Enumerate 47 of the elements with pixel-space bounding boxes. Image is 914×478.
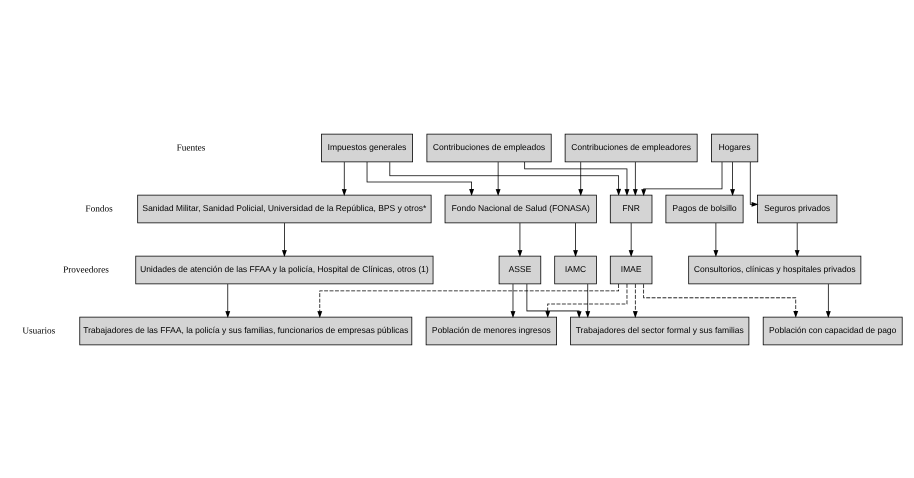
- arrow: [317, 283, 620, 318]
- node-box: Hogares: [711, 133, 758, 162]
- node-box: Población de menores ingresos: [426, 316, 557, 345]
- node-box: Contribuciones de empleados: [426, 133, 552, 162]
- arrow: [225, 283, 230, 318]
- node-box: IAMC: [554, 255, 597, 284]
- arrow: [826, 283, 831, 318]
- node-box: Población con capacidad de pago: [762, 316, 903, 345]
- node-box: FNR: [610, 194, 652, 223]
- node-box: Sanidad Militar, Sanidad Policial, Universidad de la República, BPS y otros*: [137, 194, 432, 223]
- label: Fondos: [85, 204, 113, 214]
- arrow: [730, 161, 735, 196]
- arrow: [578, 161, 584, 196]
- arrow: [573, 222, 578, 257]
- arrow: [366, 161, 474, 196]
- node-box: ASSE: [498, 255, 542, 284]
- arrow: [713, 222, 718, 257]
- arrow: [342, 161, 347, 196]
- arrow: [585, 283, 590, 318]
- node-box: Pagos de bolsillo: [666, 194, 744, 223]
- node-box: Trabajadores del sector formal y sus familias: [570, 316, 750, 345]
- node-box: Contribuciones de empleadores: [564, 133, 698, 162]
- arrow: [524, 161, 630, 196]
- arrow: [526, 283, 582, 318]
- node-box: Unidades de atención de las FFAA y la policía, Hospital de Clínicas, otros (1): [135, 255, 434, 284]
- node-box: Seguros privados: [757, 194, 838, 223]
- arrow: [510, 283, 516, 318]
- arrow: [545, 283, 628, 318]
- node-box: Trabajadores de las FFAA, la policía y sus familias, funcionarios de empresas públicas: [79, 316, 412, 345]
- arrow: [496, 161, 501, 196]
- arrow: [794, 222, 800, 257]
- label: Fuentes: [176, 142, 206, 153]
- node-box: Impuestos generales: [321, 133, 413, 162]
- arrow: [750, 161, 759, 206]
- node-box: IMAE: [610, 255, 652, 284]
- label: Usuarios: [22, 326, 56, 336]
- arrow: [632, 283, 638, 318]
- arrow: [389, 161, 622, 196]
- arrow: [641, 161, 722, 196]
- arrow: [632, 161, 638, 196]
- arrow: [628, 222, 634, 257]
- arrow: [643, 283, 798, 318]
- label: Proveedores: [63, 264, 109, 275]
- node-box: Fondo Nacional de Salud (FONASA): [444, 194, 597, 223]
- arrow: [282, 222, 287, 257]
- node-box: Consultorios, clínicas y hospitales privados: [688, 255, 862, 284]
- arrow: [518, 222, 522, 257]
